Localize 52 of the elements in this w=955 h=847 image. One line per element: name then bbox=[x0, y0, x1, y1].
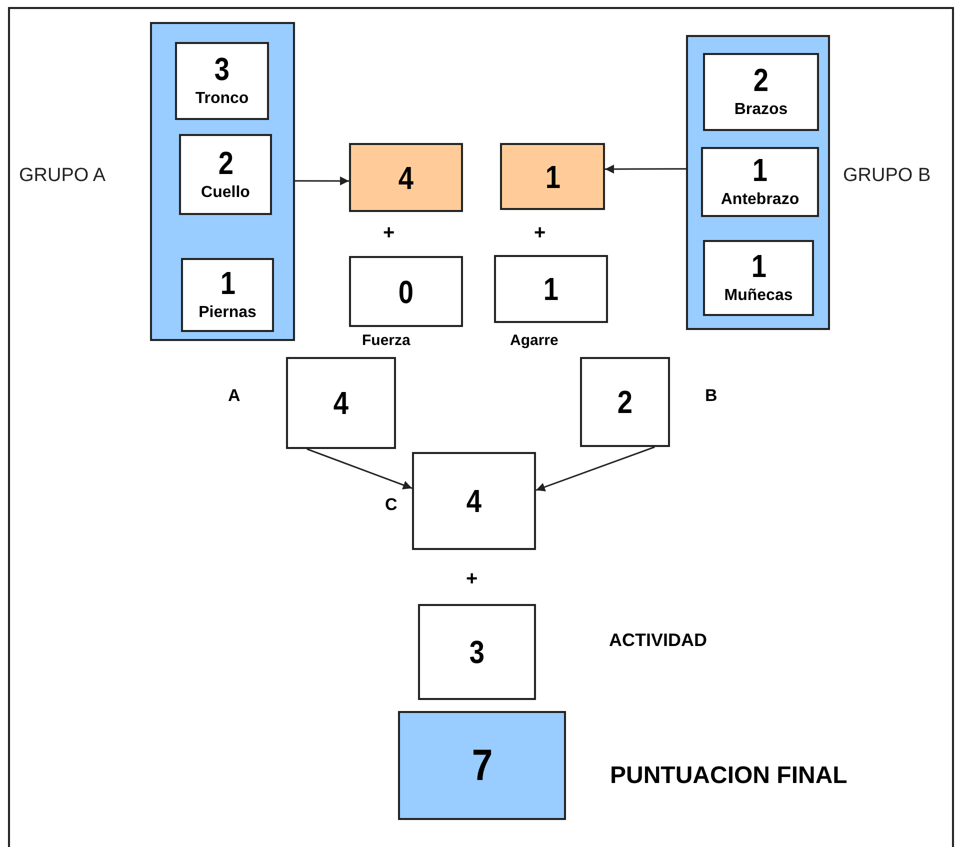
score-value: 0 bbox=[398, 276, 414, 308]
score-box bbox=[500, 143, 605, 210]
score-box bbox=[494, 255, 608, 323]
group-heading: GRUPO B bbox=[843, 165, 931, 187]
score-value: 7 bbox=[472, 744, 492, 788]
score-box bbox=[701, 147, 819, 217]
score-box bbox=[412, 452, 536, 550]
body-part-label: Tronco bbox=[195, 89, 249, 109]
arrow bbox=[605, 164, 686, 174]
score-value: 2 bbox=[617, 386, 633, 418]
score-value: 4 bbox=[333, 387, 349, 419]
score-box bbox=[703, 240, 814, 316]
box-caption: Fuerza bbox=[362, 332, 410, 349]
score-box bbox=[349, 143, 463, 212]
score-value: 1 bbox=[750, 250, 766, 282]
box-caption: C bbox=[385, 495, 398, 515]
score-box bbox=[181, 258, 274, 332]
group-heading: GRUPO A bbox=[19, 165, 106, 187]
body-part-label: Muñecas bbox=[724, 286, 793, 306]
score-box bbox=[418, 604, 536, 700]
plus-sign: + bbox=[534, 222, 546, 245]
body-part-label: Cuello bbox=[201, 182, 250, 202]
arrow bbox=[306, 448, 412, 490]
score-box bbox=[179, 134, 272, 215]
score-box bbox=[349, 256, 463, 327]
score-value: 2 bbox=[218, 146, 234, 179]
score-box bbox=[703, 53, 819, 131]
score-caption: ACTIVIDAD bbox=[609, 630, 707, 651]
box-caption: B bbox=[705, 386, 718, 406]
score-value: 1 bbox=[544, 160, 560, 192]
box-caption: PUNTUACION FINAL bbox=[610, 762, 848, 790]
score-box bbox=[175, 42, 269, 120]
body-part-label: Antebrazo bbox=[720, 190, 800, 210]
box-caption: Agarre bbox=[510, 332, 558, 349]
score-value: 3 bbox=[214, 53, 230, 86]
body-part-label: Brazos bbox=[734, 100, 788, 120]
score-box bbox=[286, 357, 396, 449]
score-value: 1 bbox=[543, 273, 559, 305]
score-value: 4 bbox=[398, 162, 414, 194]
score-value: 2 bbox=[753, 64, 769, 96]
body-part-label: Piernas bbox=[198, 303, 256, 323]
score-box bbox=[398, 711, 566, 820]
box-caption: A bbox=[228, 386, 240, 406]
score-box bbox=[580, 357, 670, 447]
plus-sign: + bbox=[466, 568, 478, 591]
score-value: 1 bbox=[752, 154, 768, 186]
plus-sign: + bbox=[383, 222, 395, 245]
score-value: 3 bbox=[469, 636, 485, 668]
score-value: 1 bbox=[220, 267, 236, 300]
arrow bbox=[295, 176, 349, 186]
score-value: 4 bbox=[466, 485, 482, 517]
arrow bbox=[536, 446, 655, 492]
